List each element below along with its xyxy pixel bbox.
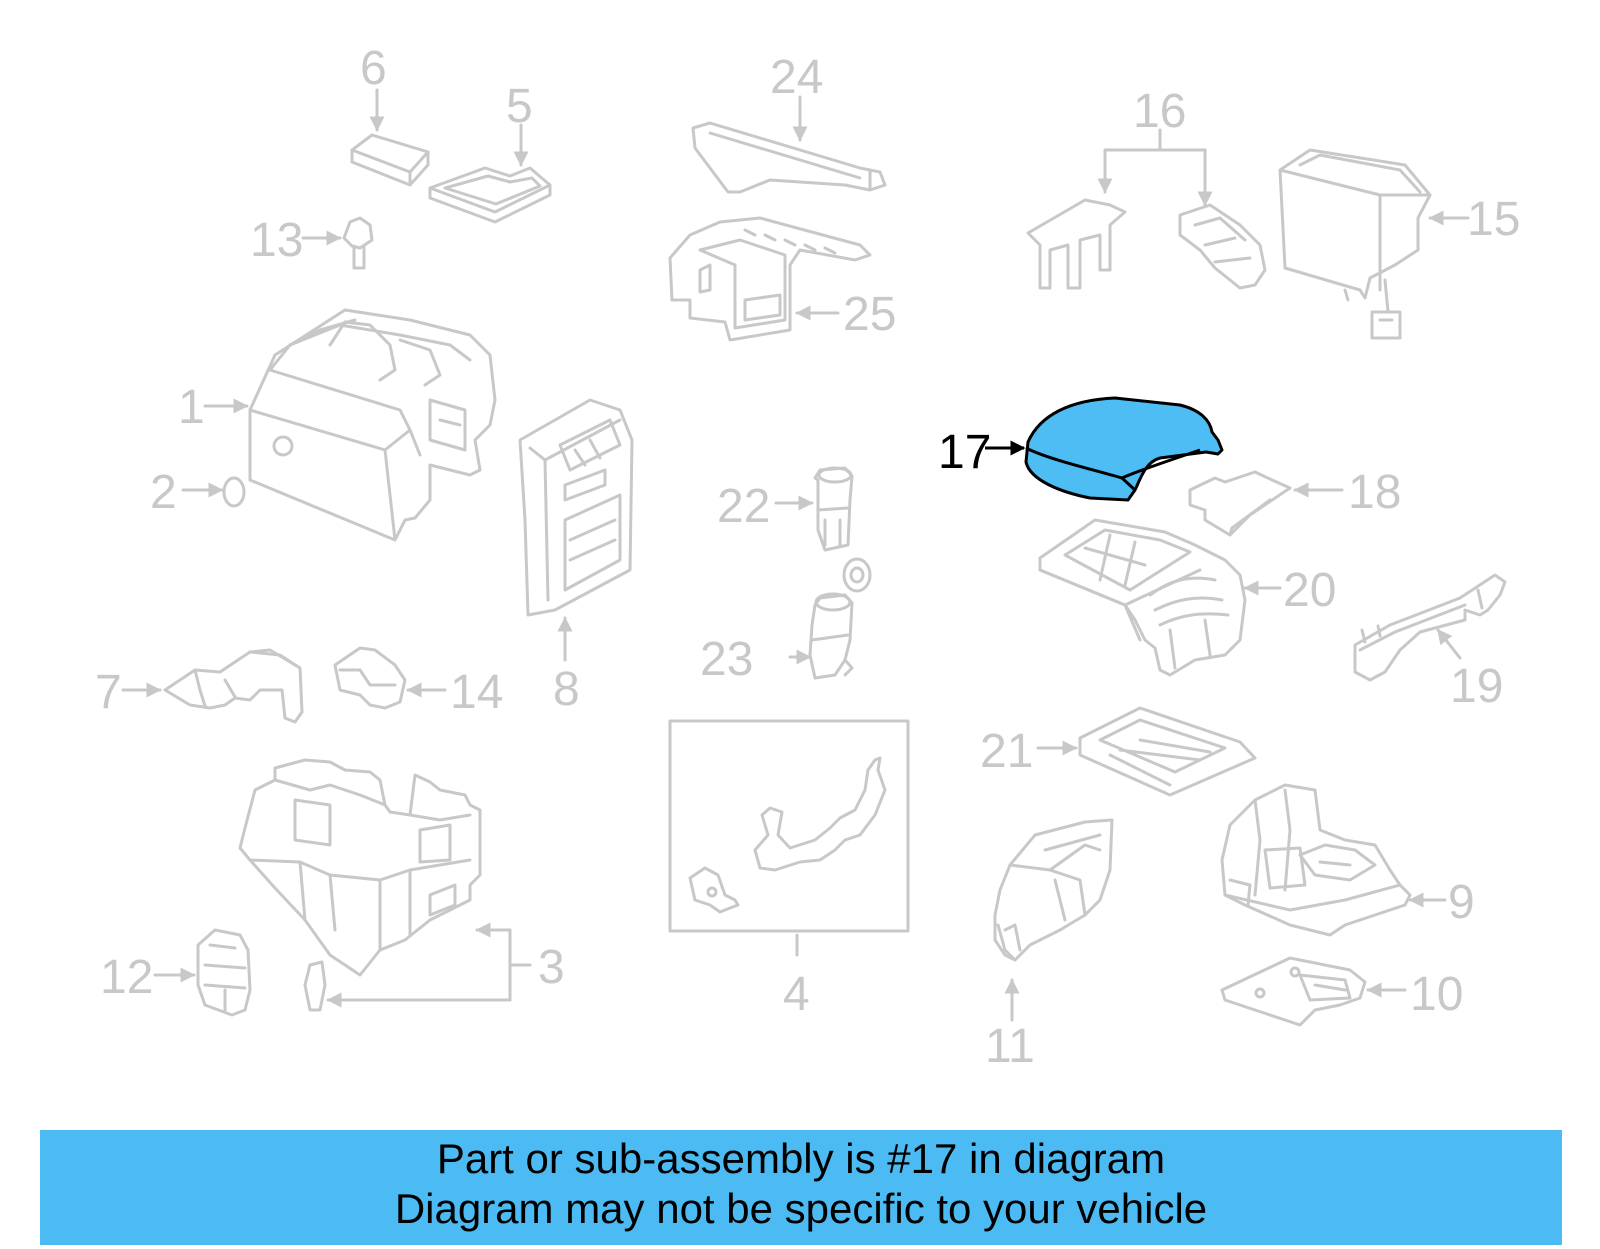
- part-18-drawing[interactable]: [1188, 470, 1344, 537]
- callout-5: 5: [506, 80, 533, 133]
- callout-2: 2: [150, 466, 177, 519]
- callout-24: 24: [770, 51, 823, 104]
- banner-line-2: Diagram may not be specific to your vehi…: [394, 1185, 1208, 1232]
- callout-4: 4: [783, 968, 810, 1021]
- callout-25: 25: [843, 288, 896, 341]
- callout-8: 8: [553, 663, 580, 716]
- part-23-drawing[interactable]: [788, 557, 872, 680]
- part-9-drawing[interactable]: [1220, 783, 1447, 937]
- part-24-drawing[interactable]: [691, 95, 887, 194]
- callout-23: 23: [700, 633, 753, 686]
- callout-11: 11: [985, 1020, 1035, 1073]
- part-5-drawing[interactable]: [428, 123, 552, 224]
- callout-20: 20: [1283, 564, 1336, 617]
- part-16-drawing[interactable]: [1026, 128, 1267, 290]
- callout-9: 9: [1448, 876, 1475, 929]
- banner-line-1: Part or sub-assembly is #17 in diagram: [436, 1135, 1166, 1182]
- part-1-drawing[interactable]: [203, 308, 497, 542]
- part-20-drawing[interactable]: [1038, 518, 1282, 677]
- part-13-drawing[interactable]: [301, 216, 374, 270]
- callout-16: 16: [1133, 85, 1186, 138]
- callout-22: 22: [717, 480, 770, 533]
- part-2-drawing[interactable]: [181, 476, 246, 508]
- part-10-drawing[interactable]: [1220, 956, 1407, 1027]
- part-14-drawing[interactable]: [333, 646, 447, 710]
- part-7-drawing[interactable]: [121, 648, 304, 724]
- part-4-drawing[interactable]: [668, 719, 910, 957]
- callout-12: 12: [100, 951, 153, 1004]
- part-11-drawing[interactable]: [993, 818, 1114, 1022]
- callout-6: 6: [360, 42, 387, 95]
- callout-1: 1: [178, 381, 205, 434]
- part-22-drawing[interactable]: [774, 466, 854, 552]
- part-8-drawing[interactable]: [518, 398, 634, 662]
- callout-13: 13: [250, 214, 303, 267]
- part-15-drawing[interactable]: [1278, 148, 1470, 340]
- callout-17: 17: [938, 426, 991, 479]
- callout-7: 7: [95, 666, 122, 719]
- part-12-drawing[interactable]: [153, 928, 252, 1017]
- part-17-drawing[interactable]: [985, 396, 1224, 502]
- callout-15: 15: [1467, 193, 1520, 246]
- callout-3: 3: [538, 941, 565, 994]
- part-25-drawing[interactable]: [668, 216, 872, 342]
- callout-21: 21: [980, 725, 1033, 778]
- callout-19: 19: [1450, 660, 1503, 713]
- part-21-drawing[interactable]: [1036, 706, 1257, 797]
- callout-14: 14: [450, 666, 503, 719]
- callout-18: 18: [1348, 466, 1401, 519]
- info-banner: Part or sub-assembly is #17 in diagram D…: [40, 1130, 1562, 1245]
- part-3-drawing[interactable]: [238, 758, 532, 1012]
- part-6-drawing[interactable]: [350, 88, 430, 187]
- callout-10: 10: [1410, 968, 1463, 1021]
- part-19-drawing[interactable]: [1353, 573, 1507, 682]
